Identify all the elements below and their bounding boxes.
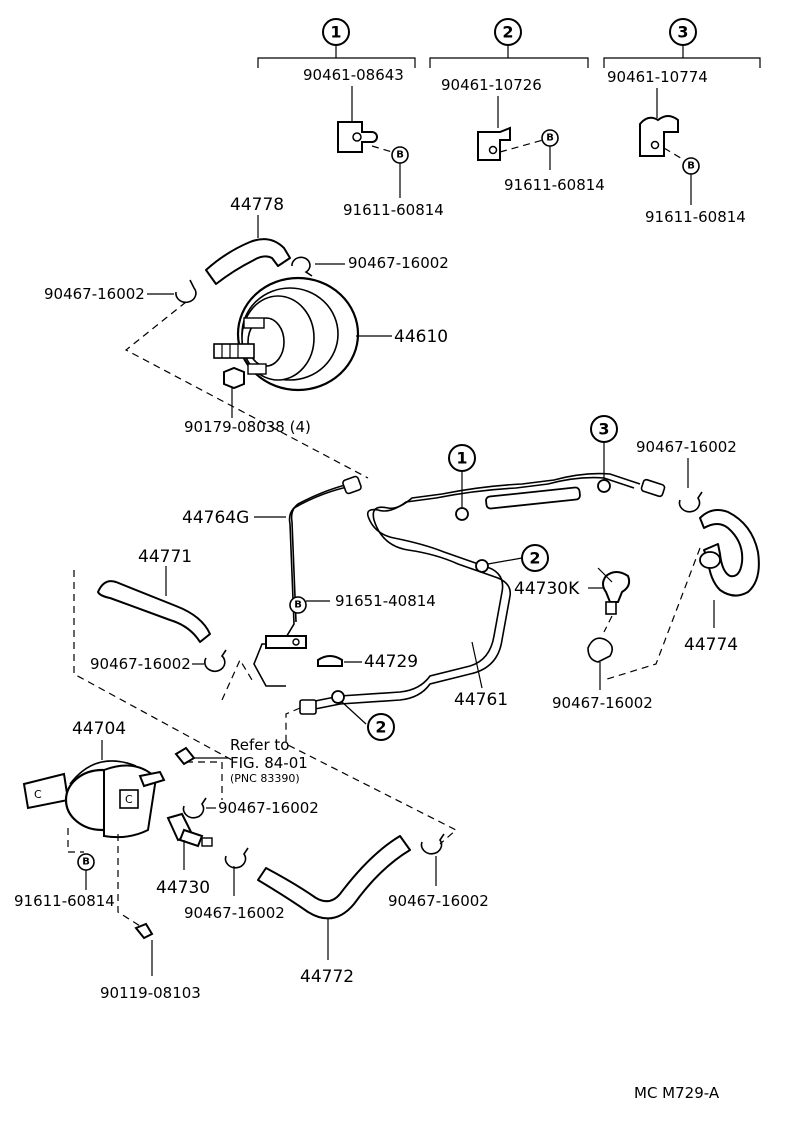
bolt-part-label-2: 91611-60814 <box>504 176 605 194</box>
pipe-bracket-icon <box>265 635 307 649</box>
bolt-marker-text-2: B <box>546 133 554 144</box>
clip-tank-label: 90467-16002 <box>218 799 319 817</box>
pipe-44764g-label: 44764G <box>182 508 249 528</box>
pipe-44764g-shape <box>253 485 353 687</box>
clamp-part-label-1: 90461-08643 <box>303 66 404 84</box>
clip-right-bottom-label: 90467-16002 <box>552 694 653 712</box>
grommet-icon <box>317 655 343 667</box>
hose-44778-shape <box>205 238 291 285</box>
pipe-marker-2b <box>367 713 395 741</box>
clip-upper-right-label: 90467-16002 <box>348 254 449 272</box>
brake-booster-icon <box>213 276 360 392</box>
pipe-44761-label: 44761 <box>454 690 508 710</box>
clip-bottom-right-label: 90467-16002 <box>388 892 489 910</box>
valve-44730-icon <box>166 812 213 848</box>
reservoir-tank-icon: C C <box>22 760 166 839</box>
bolt-91651-marker-icon <box>289 596 307 614</box>
clamp-icon-2 <box>477 126 511 161</box>
hose-44774-shape <box>699 509 760 597</box>
clip-icon-upper-left <box>175 279 197 304</box>
valve-44730k-icon <box>597 567 631 615</box>
valve-44730-label: 44730 <box>156 878 210 898</box>
pipe-marker-1 <box>448 444 476 472</box>
pipe-marker-3-text: 3 <box>598 420 609 439</box>
clip-icon-upper-right <box>291 256 313 277</box>
clip-icon-bottom-left <box>224 847 249 869</box>
bolt-tank-label: 91611-60814 <box>14 892 115 910</box>
pipe-marker-2a <box>521 544 549 572</box>
clip-icon-right-bottom <box>587 637 614 663</box>
pipe-marker-1-text: 1 <box>456 449 467 468</box>
svg-text:C: C <box>34 788 42 801</box>
group-2-marker-text: 2 <box>502 23 513 42</box>
clamp-part-label-3: 90461-10774 <box>607 68 708 86</box>
clip-icon-bottom-right <box>420 833 445 855</box>
pipe-44761-shape <box>299 472 666 715</box>
group-1-marker-text: 1 <box>330 23 341 42</box>
valve-44730k-label: 44730K <box>514 579 580 599</box>
nut-label: 90179-08038 (4) <box>184 418 311 436</box>
refer-text-1: Refer to <box>230 736 289 754</box>
group-3: 3 90461-10774 B 91611-60814 <box>603 18 761 226</box>
hose-44771-shape <box>97 580 211 643</box>
group-1: 1 90461-08643 B 91611-60814 <box>257 18 444 219</box>
clamp-icon-3 <box>639 115 679 157</box>
bolt-91651-label: 91651-40814 <box>335 592 436 610</box>
pipe-marker-3 <box>590 415 618 443</box>
hose-44774-label: 44774 <box>684 635 738 655</box>
clip-icon-44771 <box>204 649 227 673</box>
screw-icon <box>134 922 154 940</box>
booster-label: 44610 <box>394 327 448 347</box>
clip-44771-label: 90467-16002 <box>90 655 191 673</box>
tank-44704-label: 44704 <box>72 719 126 739</box>
grommet-label: 44729 <box>364 652 418 672</box>
figure-code: MC M729-A <box>634 1084 720 1102</box>
hose-44778-label: 44778 <box>230 195 284 215</box>
group-3-marker-text: 3 <box>677 23 688 42</box>
bolt-part-label-1: 91611-60814 <box>343 201 444 219</box>
clip-upper-left-label: 90467-16002 <box>44 285 145 303</box>
group-2: 2 90461-10726 B 91611-60814 <box>429 18 605 194</box>
hose-44772-shape <box>257 835 411 920</box>
clip-icon-right-top <box>678 491 703 513</box>
refer-text-2: FIG. 84-01 <box>230 754 308 772</box>
clip-bottom-left-label: 90467-16002 <box>184 904 285 922</box>
bolt-tank-marker-text: B <box>82 857 90 868</box>
bolt-91651-marker-text: B <box>294 600 302 611</box>
clamp-part-label-2: 90461-10726 <box>441 76 542 94</box>
pipe-marker-2a-text: 2 <box>529 549 540 568</box>
pipe-marker-2b-text: 2 <box>375 718 386 737</box>
nut-icon <box>223 366 245 390</box>
bolt-part-label-3: 91611-60814 <box>645 208 746 226</box>
bolt-marker-text-1: B <box>396 150 404 161</box>
hose-44771-label: 44771 <box>138 547 192 567</box>
clip-icon-tank <box>182 797 207 819</box>
hose-44772-label: 44772 <box>300 967 354 987</box>
bolt-marker-text-3: B <box>687 161 695 172</box>
clip-right-top-label: 90467-16002 <box>636 438 737 456</box>
screw-label: 90119-08103 <box>100 984 201 1002</box>
svg-text:C: C <box>125 793 133 806</box>
refer-text-3: (PNC 83390) <box>230 772 300 785</box>
